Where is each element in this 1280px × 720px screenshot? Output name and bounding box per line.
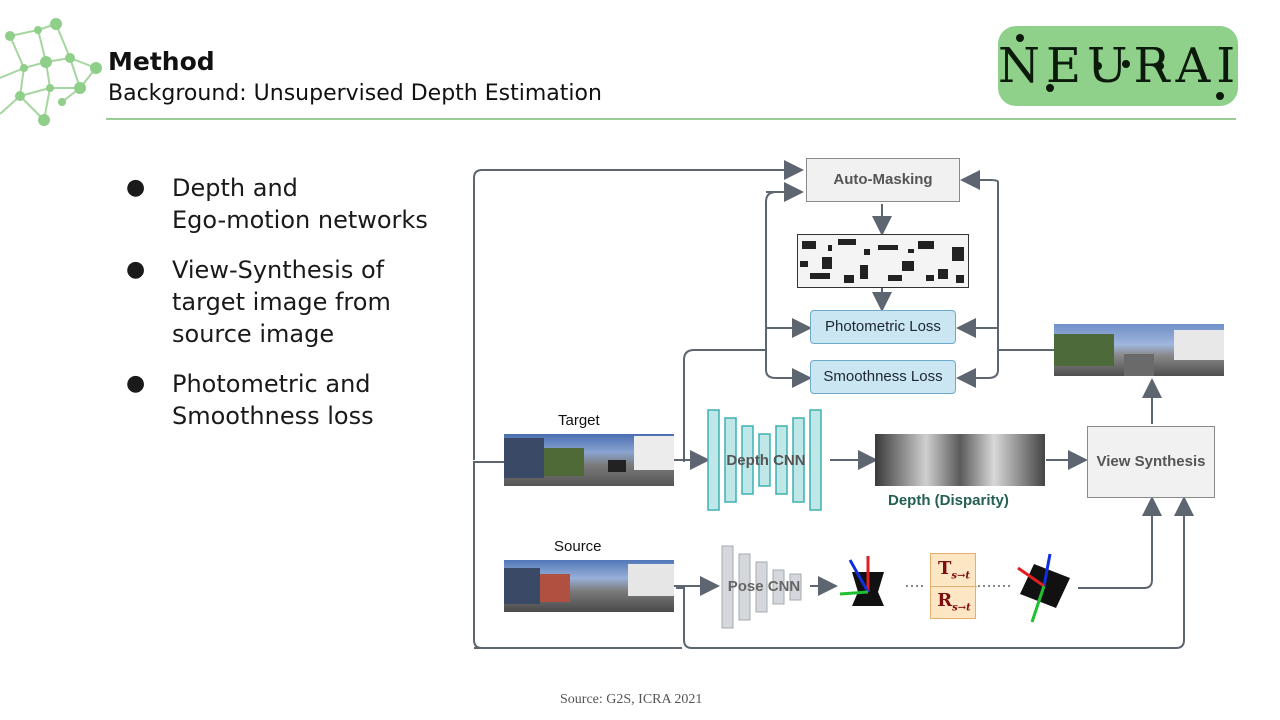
- pose-matrix: Ts→t Rs→t: [930, 553, 977, 619]
- network-graph-icon: [0, 18, 102, 126]
- rotation-symbol: R: [937, 590, 953, 611]
- disparity-map: [875, 434, 1045, 486]
- bullet-text: View-Synthesis of target image from sour…: [172, 256, 391, 348]
- slide-subtitle: Background: Unsupervised Depth Estimatio…: [108, 81, 602, 106]
- view-synthesis-box: View Synthesis: [1087, 426, 1215, 498]
- bullet-dot-icon: ●: [126, 175, 146, 200]
- translation-symbol: T: [937, 558, 952, 579]
- slide-title: Method: [108, 47, 215, 76]
- smoothness-loss-box: Smoothness Loss: [810, 360, 956, 394]
- pose-cnn-network: [721, 545, 802, 629]
- bullet-dot-icon: ●: [126, 371, 146, 396]
- source-citation: Source: G2S, ICRA 2021: [560, 692, 703, 707]
- header-divider: [106, 118, 1236, 120]
- synthesized-image: [1054, 324, 1224, 376]
- bullet-text: Depth and Ego-motion networks: [172, 174, 428, 234]
- depth-caption: Depth (Disparity): [888, 492, 1009, 509]
- bullet-text: Photometric and Smoothness loss: [172, 370, 374, 430]
- logo-text: NEURAI: [998, 38, 1238, 94]
- photometric-loss-box: Photometric Loss: [810, 310, 956, 344]
- pipeline-diagram: Auto-Masking Photometric Loss Smoothness…: [470, 150, 1250, 670]
- source-image: [504, 560, 674, 612]
- neuron-decoration-icon: [1016, 34, 1224, 100]
- transformed-frame-icon: [1017, 553, 1070, 623]
- camera-frame-icon: [839, 556, 884, 606]
- neurai-logo: NEURAI: [998, 26, 1238, 106]
- depth-cnn-label: Depth CNN: [726, 452, 806, 469]
- mask-image: [797, 234, 969, 288]
- translation-sub: s→t: [951, 570, 971, 582]
- diagram-connectors: [473, 160, 1194, 649]
- rotation-sub: s→t: [952, 602, 971, 614]
- depth-cnn-network: [707, 409, 822, 511]
- target-image: [504, 434, 674, 486]
- auto-masking-box: Auto-Masking: [806, 158, 960, 202]
- source-label: Source: [554, 538, 602, 555]
- pose-cnn-label: Pose CNN: [727, 578, 801, 595]
- target-label: Target: [558, 412, 600, 429]
- bullet-dot-icon: ●: [126, 257, 146, 282]
